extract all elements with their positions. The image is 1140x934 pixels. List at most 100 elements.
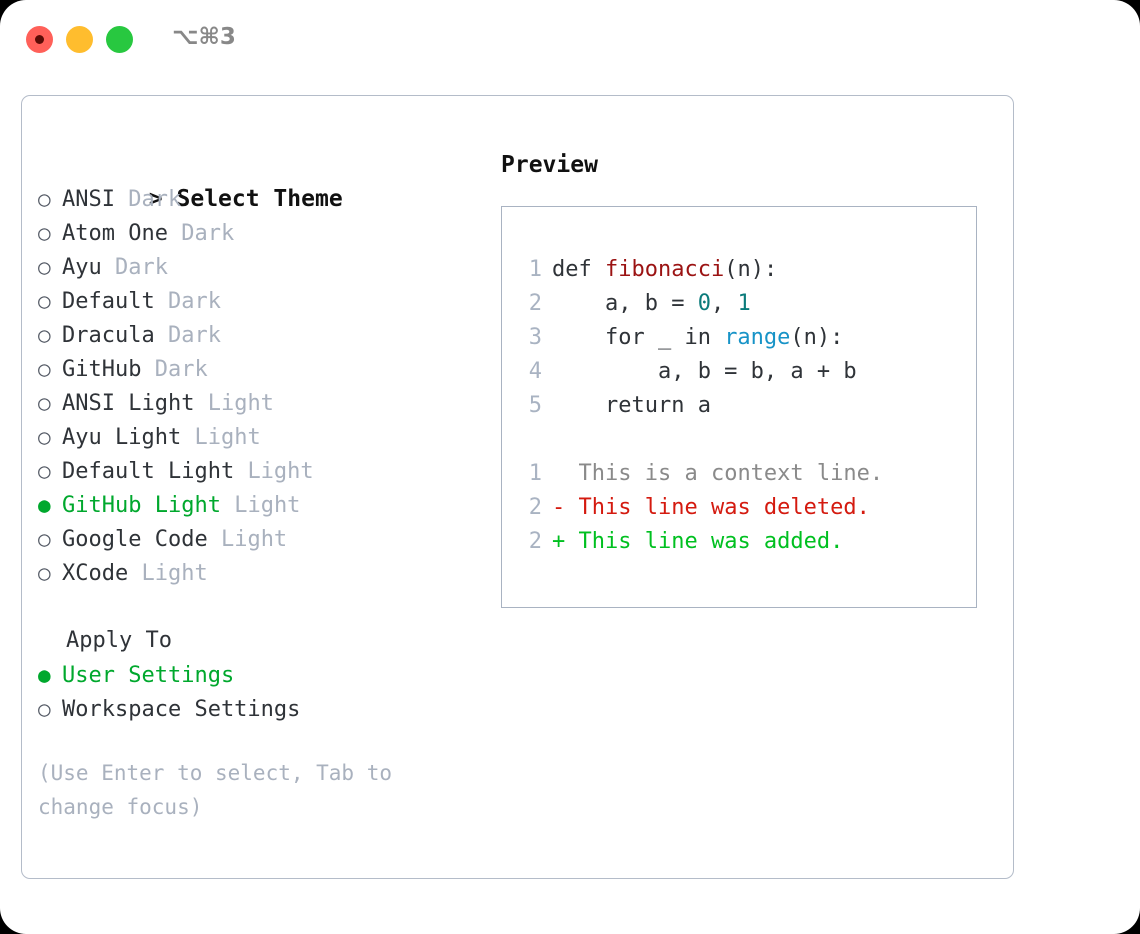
theme-option-label: Atom One xyxy=(62,221,168,246)
diff-line-number: 1 xyxy=(528,461,542,486)
theme-option-category: Light xyxy=(194,425,261,450)
theme-option-category: Light xyxy=(247,459,314,484)
code-token-plain: def xyxy=(552,257,605,282)
theme-option-label: ANSI xyxy=(62,187,115,212)
code-line: 2 a, b = 0, 1 xyxy=(502,287,976,321)
select-theme-title: Select Theme xyxy=(176,186,343,212)
diff-line-del: 2- This line was deleted. xyxy=(502,491,976,525)
radio-unselected-icon: ○ xyxy=(38,357,51,381)
theme-option-ansi[interactable]: ○ANSI Dark xyxy=(38,182,488,216)
keyboard-shortcut-label: ⌥⌘3 xyxy=(172,24,236,50)
radio-unselected-icon: ○ xyxy=(38,527,51,551)
code-token-plain: for _ in xyxy=(552,325,725,350)
code-line-number: 3 xyxy=(528,325,542,350)
code-token-plain: (n): xyxy=(790,325,844,350)
theme-option-label: GitHub xyxy=(62,357,142,382)
radio-unselected-icon: ○ xyxy=(38,323,51,347)
theme-option-ansi-light[interactable]: ○ANSI Light Light xyxy=(38,386,488,420)
code-line-number: 2 xyxy=(528,291,542,316)
radio-unselected-icon: ○ xyxy=(38,697,51,721)
code-diff-spacer xyxy=(502,423,976,457)
code-token-plain: , xyxy=(710,291,738,316)
code-token-builtin: range xyxy=(724,325,791,350)
radio-selected-icon: ● xyxy=(38,663,51,687)
radio-unselected-icon: ○ xyxy=(38,255,51,279)
code-token-plain: a, b = xyxy=(552,291,698,316)
close-icon xyxy=(35,35,44,44)
apply-to-list: ● User Settings ○ Workspace Settings xyxy=(38,658,488,726)
code-token-fn: fibonacci xyxy=(604,257,725,282)
radio-unselected-icon: ○ xyxy=(38,221,51,245)
theme-option-category: Dark xyxy=(115,255,168,280)
theme-option-label: GitHub Light xyxy=(62,493,221,518)
theme-option-label: XCode xyxy=(62,561,129,586)
radio-unselected-icon: ○ xyxy=(38,459,51,483)
theme-option-category: Light xyxy=(141,561,208,586)
theme-option-category: Dark xyxy=(181,221,235,246)
diff-line-ctx: 1 This is a context line. xyxy=(502,457,976,491)
theme-option-default[interactable]: ○ Default Dark xyxy=(38,284,488,318)
diff-line-text: This is a context line. xyxy=(578,461,884,486)
theme-option-xcode[interactable]: ○ XCode Light xyxy=(38,556,488,590)
code-token-plain: a, b = b, a + b xyxy=(552,359,857,384)
theme-option-label: Default Light xyxy=(62,459,235,484)
theme-option-dracula[interactable]: ○ Dracula Dark xyxy=(38,318,488,352)
select-theme-header: > Select Theme xyxy=(38,148,488,212)
theme-option-ayu-light[interactable]: ○ Ayu Light Light xyxy=(38,420,488,454)
theme-list: ○ ANSI Dark ○ Atom One Dark ○ Ayu Dark ○ Defaul… xyxy=(38,182,488,590)
radio-unselected-icon: ○ xyxy=(38,561,51,585)
theme-option-default-light[interactable]: ○ Default Light Light xyxy=(38,454,488,488)
code-line-number: 1 xyxy=(528,257,542,282)
radio-selected-icon: ● xyxy=(38,493,51,517)
code-line: 4 a, b = b, a + b xyxy=(502,355,976,389)
theme-option-category: Light xyxy=(220,527,288,552)
diff-line-number: 2 xyxy=(528,495,542,520)
apply-to-option-label: Workspace Settings xyxy=(62,697,301,722)
theme-option-label: Dracula xyxy=(62,323,155,348)
diff-marker-icon xyxy=(552,461,579,486)
code-token-plain: (n): xyxy=(724,257,778,282)
theme-option-ayu[interactable]: ○ Ayu Dark xyxy=(38,250,488,284)
theme-option-github[interactable]: ○ GitHub Dark xyxy=(38,352,488,386)
apply-to-header: Apply To xyxy=(66,628,172,653)
radio-unselected-icon: ○ xyxy=(38,187,51,211)
theme-option-label: Default xyxy=(62,289,155,314)
apply-to-option-label: User Settings xyxy=(62,663,235,688)
radio-unselected-icon: ○ xyxy=(38,391,51,415)
theme-option-label: Google Code xyxy=(62,527,208,552)
maximize-button[interactable] xyxy=(106,26,133,53)
theme-option-category: Dark xyxy=(167,289,221,314)
apply-to-option-workspace-settings[interactable]: ○ Workspace Settings xyxy=(38,692,488,726)
theme-option-category: Light xyxy=(234,493,301,518)
theme-option-github-light[interactable]: ● GitHub Light Light xyxy=(38,488,488,522)
code-line: 5 return a xyxy=(502,389,976,423)
apply-to-option-user-settings[interactable]: ● User Settings xyxy=(38,658,488,692)
main-panel: > Select Theme ○ANSI Dark○Atom One Dark○… xyxy=(21,95,1014,879)
theme-option-atom-one[interactable]: ○ Atom One Dark xyxy=(38,216,488,250)
code-line: 1 def fibonacci(n): xyxy=(502,253,976,287)
diff-sample: 1 This is a context line.2- This line wa… xyxy=(502,457,976,559)
code-line-number: 5 xyxy=(528,393,542,418)
theme-option-google-code[interactable]: ○ Google Code Light xyxy=(38,522,488,556)
radio-unselected-icon: ○ xyxy=(38,425,51,449)
theme-option-label: Ayu xyxy=(62,255,102,280)
prompt-caret-icon: > xyxy=(148,186,163,212)
code-token-plain: return a xyxy=(552,393,711,418)
keyboard-hint-text: (Use Enter to select, Tab to change focu… xyxy=(38,761,393,819)
theme-option-category: Dark xyxy=(154,357,208,382)
minimize-button[interactable] xyxy=(66,26,93,53)
code-token-num: 0 xyxy=(697,291,711,316)
diff-marker-icon: - xyxy=(552,495,579,520)
theme-option-label: Ayu Light xyxy=(62,425,182,450)
code-line-number: 4 xyxy=(528,359,542,384)
theme-option-category: Dark xyxy=(167,323,221,348)
theme-option-label: ANSI Light xyxy=(62,391,195,416)
diff-line-number: 2 xyxy=(528,529,542,554)
diff-line-text: This line was added. xyxy=(578,529,844,554)
diff-line-add: 2+ This line was added. xyxy=(502,525,976,559)
radio-unselected-icon: ○ xyxy=(38,289,51,313)
